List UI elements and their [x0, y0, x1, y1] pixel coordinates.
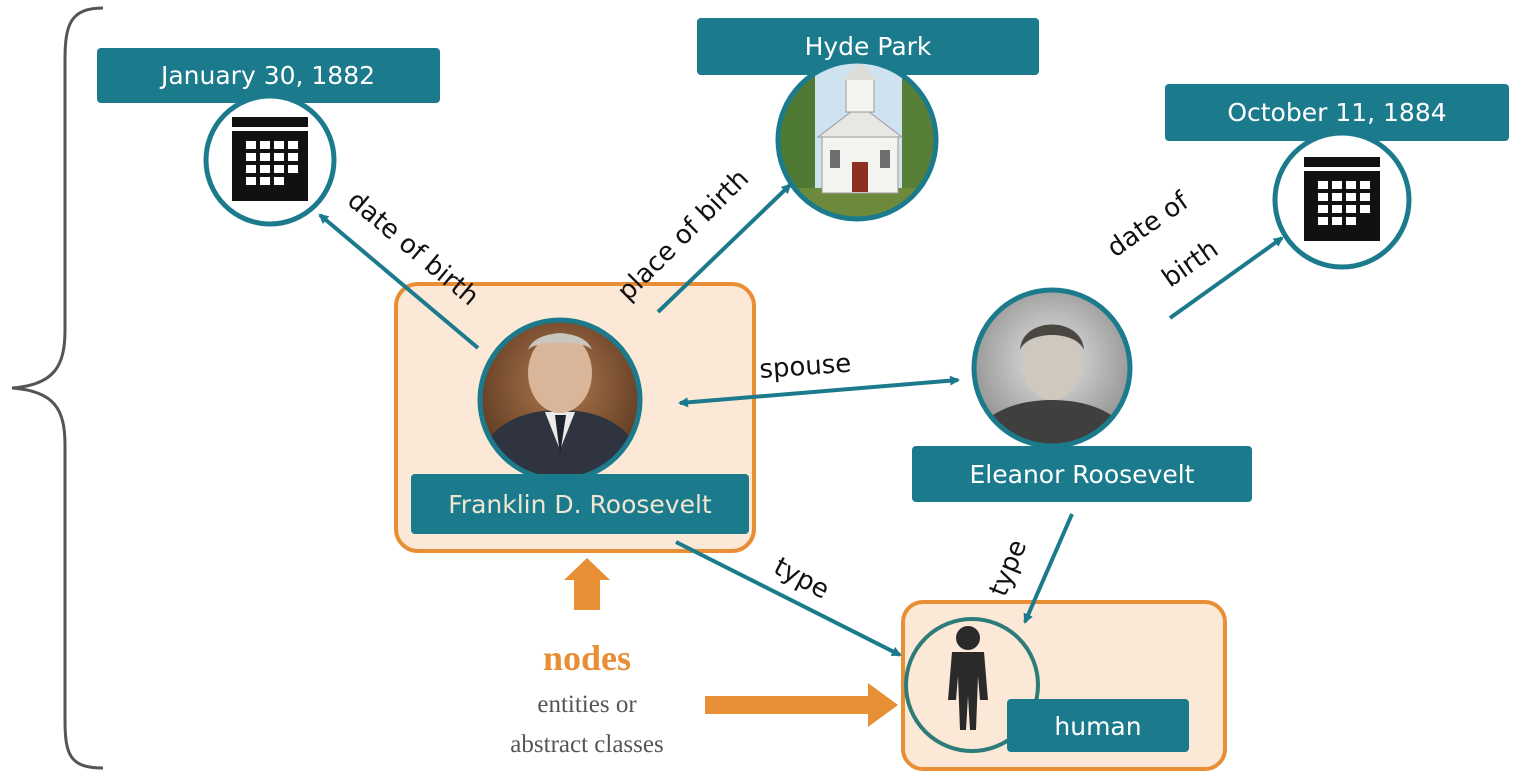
right-arrow-icon	[705, 683, 898, 727]
label-box	[697, 18, 1039, 75]
grouping-brace	[11, 6, 104, 770]
node-human: human	[904, 617, 1189, 753]
calendar-icon	[1304, 157, 1380, 241]
edge-fdr-type	[675, 540, 902, 657]
node-label: Franklin D. Roosevelt	[448, 490, 712, 519]
annotation-line1: entities or	[537, 691, 637, 718]
annotation-title: nodes	[543, 638, 631, 678]
node-hyde-park: Hyde Park	[697, 18, 1039, 222]
edge-label-spouse: spouse	[758, 349, 852, 385]
edge-er-date-of-birth	[1168, 236, 1284, 320]
node-circle	[904, 617, 1040, 753]
node-label: October 11, 1884	[1227, 98, 1446, 127]
edge-fdr-date-of-birth	[318, 213, 480, 350]
edge-spouse	[678, 375, 960, 408]
node-fdr-birthdate: January 30, 1882	[97, 48, 440, 227]
edge-label-fdr-type: type	[769, 552, 834, 606]
node-label: Eleanor Roosevelt	[970, 460, 1195, 489]
edge-fdr-place-of-birth	[656, 183, 792, 314]
node-fdr: Franklin D. Roosevelt	[411, 317, 749, 534]
label-box	[411, 474, 749, 534]
node-label: January 30, 1882	[159, 61, 375, 90]
label-box	[1007, 699, 1189, 752]
label-box	[97, 48, 440, 103]
person-icon	[948, 626, 988, 730]
node-label: Hyde Park	[805, 32, 932, 61]
label-box	[1165, 84, 1509, 141]
calendar-icon	[232, 117, 308, 201]
annotation-line2: abstract classes	[510, 731, 663, 758]
node-er-birthdate: October 11, 1884	[1165, 84, 1509, 270]
up-arrow-icon	[564, 558, 610, 610]
edge-er-type	[1023, 513, 1074, 624]
node-eleanor: Eleanor Roosevelt	[912, 287, 1252, 502]
edge-label-er-type: type	[984, 536, 1034, 601]
eleanor-portrait-photo	[974, 290, 1130, 446]
label-box	[912, 446, 1252, 502]
node-label: human	[1054, 712, 1141, 741]
